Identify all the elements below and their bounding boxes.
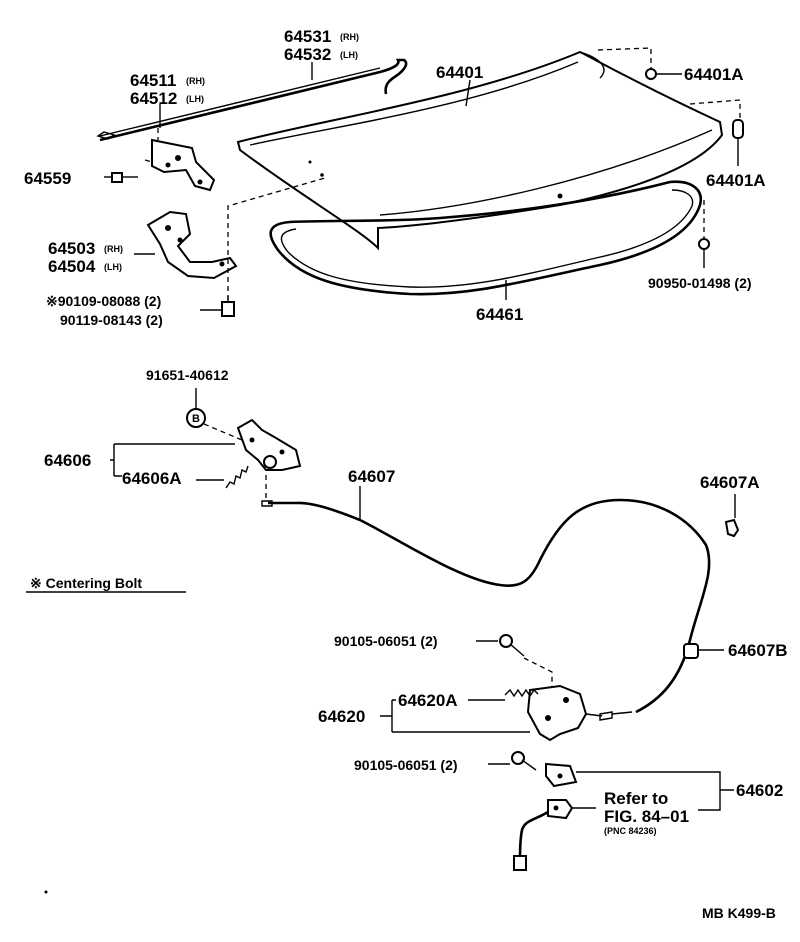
label-64503: 64503	[48, 239, 95, 258]
label-64531: 64531	[284, 27, 331, 46]
label-64401A-right: 64401A	[706, 171, 766, 190]
label-90105-lower: 90105-06051 (2)	[354, 757, 458, 773]
label-64532: 64532	[284, 45, 331, 64]
label-90119: 90119-08143 (2)	[60, 312, 163, 328]
label-64559: 64559	[24, 169, 71, 188]
label-64511: 64511	[130, 71, 176, 90]
label-64620A: 64620A	[398, 691, 458, 710]
drawing-code: MB K499-B	[702, 905, 776, 921]
bolt-90109	[200, 296, 235, 317]
label-64512-side: (LH)	[186, 94, 204, 104]
label-64607B: 64607B	[728, 641, 788, 660]
label-64401: 64401	[436, 63, 483, 82]
bracket-64606	[110, 443, 235, 477]
hinge-64511	[144, 128, 216, 192]
hinge-64503	[146, 210, 238, 280]
label-64606: 64606	[44, 451, 91, 470]
label-91651: 91651-40612	[146, 367, 229, 383]
cushion-64401A-top	[597, 47, 682, 80]
label-refer-fig: FIG. 84–01	[604, 807, 689, 826]
stray-dot	[44, 890, 48, 894]
bolt-64559	[104, 172, 138, 183]
label-64620: 64620	[318, 707, 365, 726]
label-refer-pnc: (PNC 84236)	[604, 826, 657, 836]
bolt-90105-upper	[476, 634, 553, 690]
label-64602: 64602	[736, 781, 783, 800]
label-90109: ※90109-08088 (2)	[46, 293, 161, 309]
trunk-lid-64401	[236, 50, 724, 251]
lock-64620	[526, 684, 633, 742]
label-64511-side: (RH)	[186, 76, 205, 86]
hinge-to-lid-dashed-line	[227, 177, 326, 300]
bolt-90105-lower	[488, 751, 537, 771]
label-64504: 64504	[48, 257, 96, 276]
label-64461: 64461	[476, 305, 523, 324]
label-64531-side: (RH)	[340, 32, 359, 42]
label-64504-side: (LH)	[104, 262, 122, 272]
release-cable-64607	[261, 486, 711, 714]
cushion-64401A-right	[689, 99, 744, 166]
label-64607A: 64607A	[700, 473, 760, 492]
clip-64607A	[724, 494, 740, 538]
torsion-bar-64531	[96, 58, 408, 142]
label-64607: 64607	[348, 467, 395, 486]
spring-64606A	[225, 465, 249, 489]
label-64512: 64512	[130, 89, 177, 108]
bracket-64620	[380, 699, 530, 733]
label-90950: 90950-01498 (2)	[648, 275, 752, 291]
label-64401A-top: 64401A	[684, 65, 744, 84]
upper-leader-lines	[134, 62, 507, 300]
label-64606A: 64606A	[122, 469, 182, 488]
lock-cylinder-64606	[236, 418, 302, 500]
clip-64607B	[683, 643, 724, 659]
weatherstrip-64461	[269, 180, 703, 296]
label-90105-upper: 90105-06051 (2)	[334, 633, 438, 649]
label-centering-bolt: ※ Centering Bolt	[30, 575, 142, 591]
striker-64602	[513, 762, 734, 871]
label-refer-to: Refer to	[604, 789, 668, 808]
svg-text:B: B	[192, 413, 200, 425]
grommet-90950	[698, 200, 710, 268]
bolt-91651: B	[186, 388, 243, 441]
label-64503-side: (RH)	[104, 244, 123, 254]
spring-64620A	[504, 688, 539, 698]
label-64532-side: (LH)	[340, 50, 358, 60]
